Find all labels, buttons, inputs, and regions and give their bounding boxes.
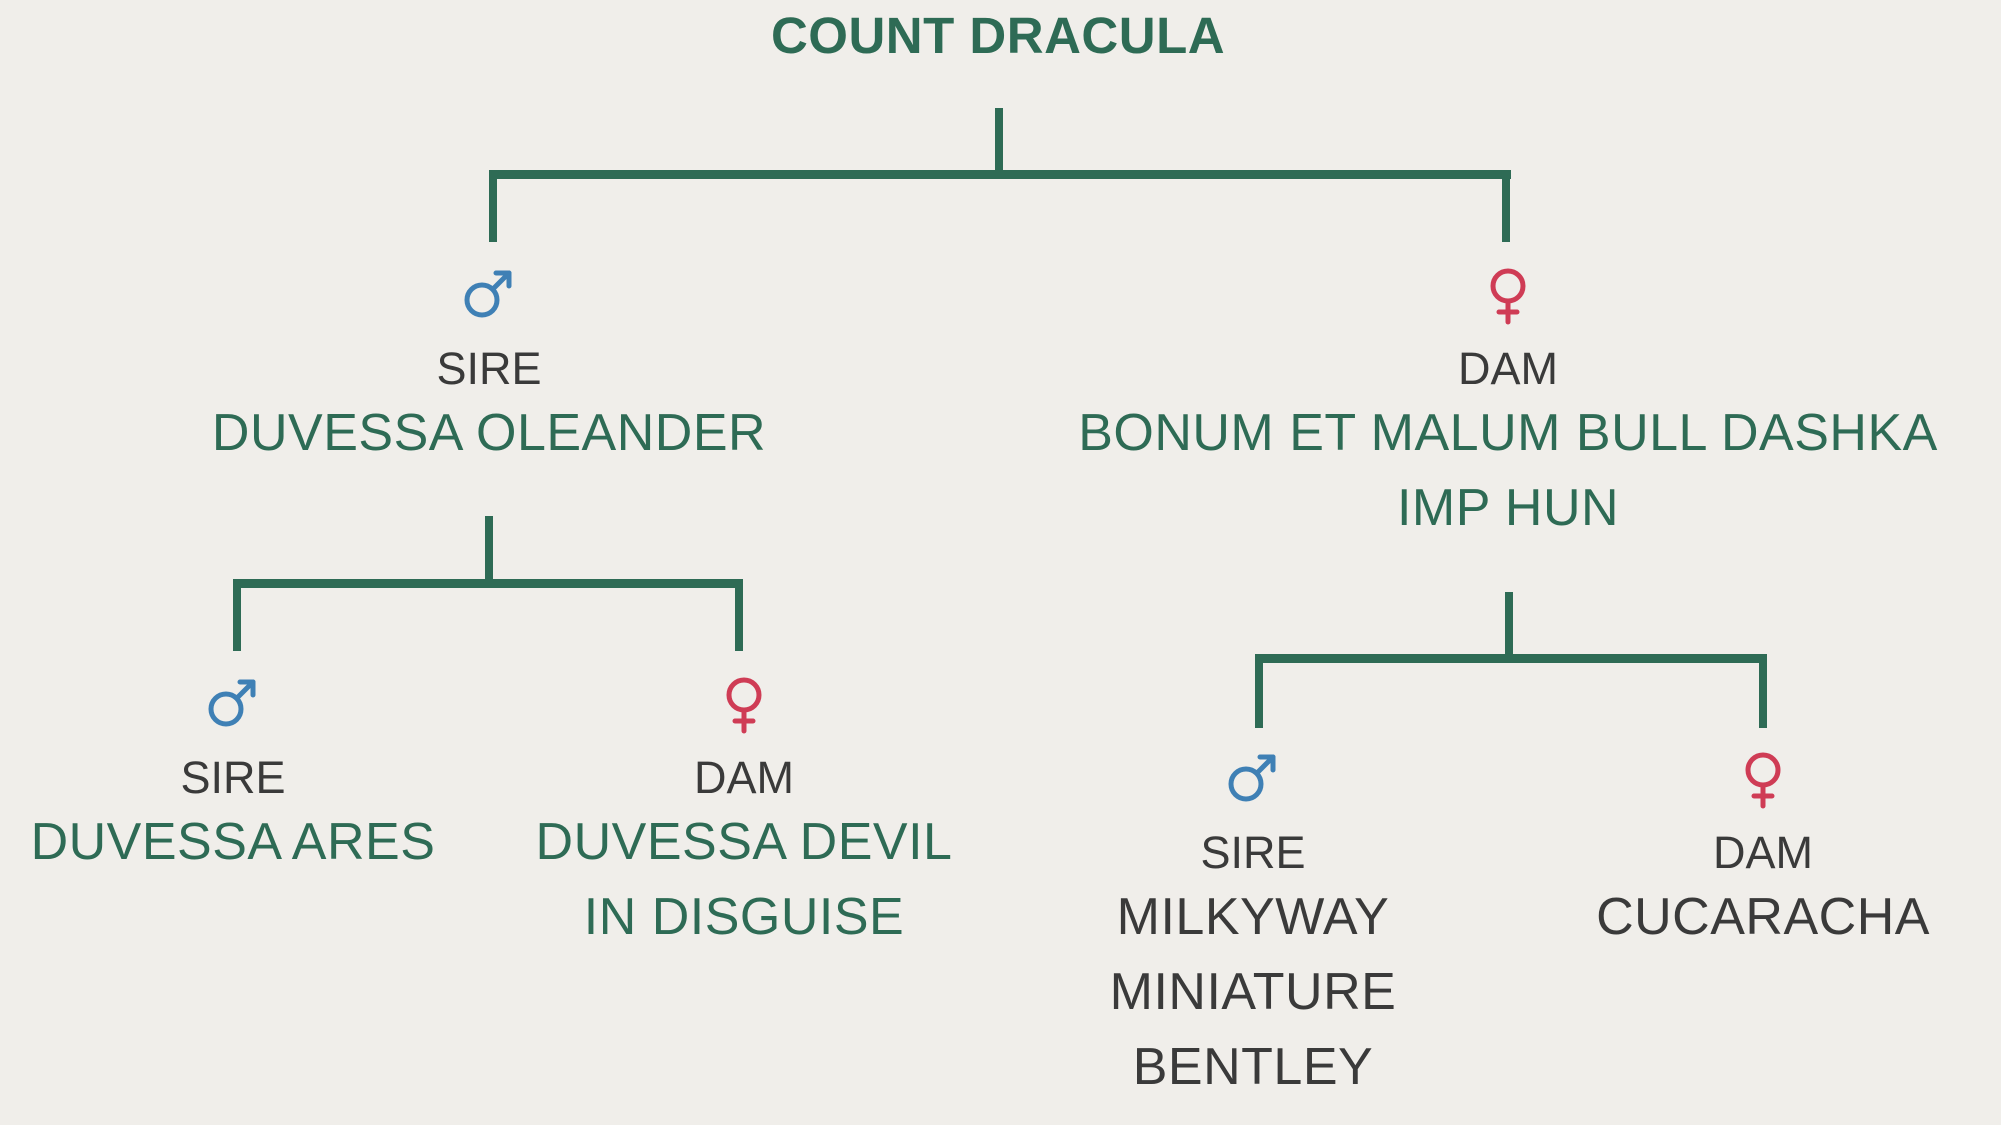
connector-dam-right-drop [1759, 654, 1767, 728]
sire-sire-name[interactable]: DUVESSA ARES [30, 813, 436, 871]
connector-root-stem [995, 108, 1003, 172]
dam-sire-node: SIRE MILKYWAY MINIATURE BENTLEY [1088, 750, 1418, 1105]
sire-dam-node: DAM DUVESSA DEVIL IN DISGUISE [504, 675, 984, 955]
connector-root-crossbar [489, 170, 1511, 179]
sire-role-label: SIRE [436, 343, 542, 394]
dam-sire-role-label: SIRE [1200, 827, 1306, 878]
connector-dam-left-drop [1255, 654, 1263, 728]
dam-name[interactable]: BONUM ET MALUM BULL DASHKA IMP HUN [1078, 404, 1938, 537]
connector-sire-left-drop [233, 579, 241, 651]
pedigree-title[interactable]: COUNT DRACULA [770, 7, 1226, 64]
sire-dam-role-label: DAM [694, 752, 794, 803]
dam-dam-name[interactable]: CUCARACHA [1596, 888, 1930, 946]
dam-dam-role-label: DAM [1713, 827, 1813, 878]
connector-root-left-drop [489, 170, 497, 242]
dam-dam-node: DAM CUCARACHA [1553, 750, 1973, 955]
sire-dam-name[interactable]: DUVESSA DEVIL IN DISGUISE [535, 813, 953, 946]
connector-sire-stem [485, 516, 493, 580]
male-icon [1228, 754, 1276, 802]
dam-node: DAM BONUM ET MALUM BULL DASHKA IMP HUN [1033, 266, 1983, 546]
sire-sire-role-label: SIRE [180, 752, 286, 803]
sire-node: SIRE DUVESSA OLEANDER [209, 266, 769, 471]
female-icon [1490, 268, 1526, 325]
dam-role-label: DAM [1458, 343, 1558, 394]
dam-sire-name[interactable]: MILKYWAY MINIATURE BENTLEY [1109, 888, 1397, 1096]
connector-root-right-drop [1502, 170, 1510, 242]
sire-sire-node: SIRE DUVESSA ARES [23, 675, 443, 880]
male-icon [208, 679, 256, 727]
sire-name[interactable]: DUVESSA OLEANDER [211, 404, 767, 462]
connector-dam-crossbar [1255, 654, 1767, 663]
female-icon [726, 677, 762, 734]
connector-dam-stem [1505, 592, 1513, 656]
male-icon [464, 270, 512, 318]
connector-sire-crossbar [233, 579, 743, 588]
connector-sire-right-drop [735, 579, 743, 651]
female-icon [1745, 752, 1781, 809]
